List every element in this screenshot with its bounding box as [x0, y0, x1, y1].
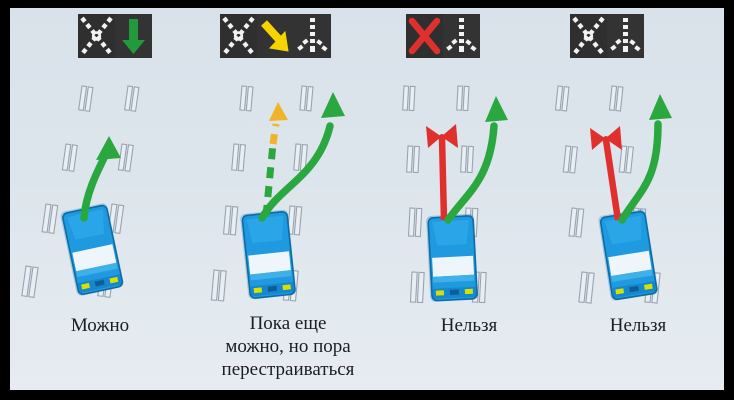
sign-left-dashed-x-icon [220, 14, 257, 58]
sign-right-dashed-merge-icon [443, 14, 480, 58]
caption-line: можно, но пора [225, 336, 351, 357]
panel-1: Можно [10, 8, 190, 390]
sign-left-red-x-icon [406, 14, 443, 58]
panel-2-sign [220, 14, 331, 58]
sign-right-green-down-arrow-icon [115, 14, 152, 58]
diagram-canvas: Можно [10, 8, 724, 390]
panel-3-red-blocked-arrow [426, 124, 458, 221]
red-cross-icon [590, 126, 622, 150]
panel-3: Нельзя [386, 8, 552, 390]
panel-2-caption: Пока еще можно, но пора перестраиваться [190, 312, 386, 381]
caption-line: перестраиваться [221, 359, 355, 380]
sign-right-dashed-merge-icon [607, 14, 644, 58]
panel-2: Пока еще можно, но пора перестраиваться [190, 8, 386, 390]
panel-1-caption: Можно [10, 314, 190, 337]
panel-1-car [60, 203, 124, 296]
panel-4-caption: Нельзя [552, 314, 724, 337]
panel-3-car [426, 213, 479, 302]
lane-markings [210, 85, 314, 302]
panel-1-sign [78, 14, 152, 58]
panel-2-dashed-straight-arrow [262, 102, 288, 217]
panel-3-caption: Нельзя [386, 314, 552, 337]
red-cross-icon [426, 124, 458, 148]
panel-4-car [598, 209, 658, 301]
caption-line: Нельзя [609, 315, 667, 336]
lane-markings [21, 85, 140, 299]
sign-right-dashed-merge-icon [294, 14, 331, 58]
panel-4-sign [570, 14, 644, 58]
panel-1-green-merge-arrow [80, 136, 121, 222]
panel-2-green-merge-arrow [258, 92, 345, 222]
panel-4-green-merge-arrow [618, 94, 672, 224]
sign-left-dashed-x-icon [570, 14, 607, 58]
lane-markings [554, 85, 661, 304]
caption-line: Нельзя [440, 315, 498, 336]
panel-3-green-merge-arrow [444, 96, 508, 224]
sign-right-yellow-diagonal-arrow-icon [257, 14, 294, 58]
panel-4: Нельзя [552, 8, 724, 390]
panel-4-red-blocked-arrow [590, 126, 622, 221]
caption-line: Пока еще [249, 313, 327, 334]
lane-markings [402, 85, 487, 304]
sign-left-dashed-x-icon [78, 14, 115, 58]
panel-2-car [240, 209, 297, 300]
caption-line: Можно [70, 315, 130, 336]
panel-3-sign [406, 14, 480, 58]
